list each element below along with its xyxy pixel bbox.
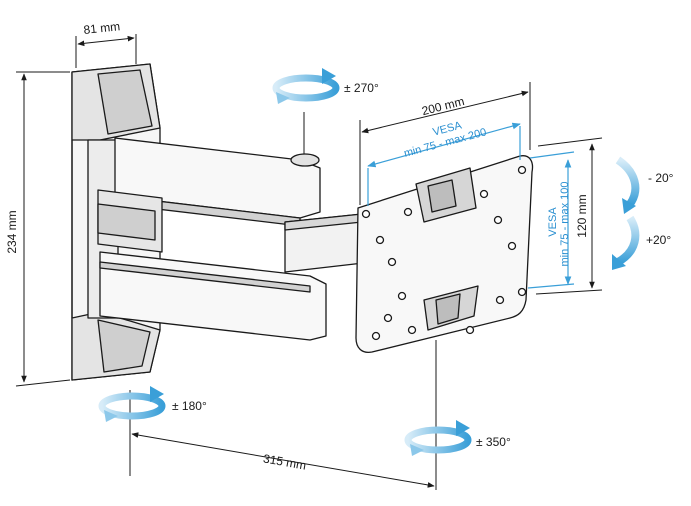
label-top-swivel: ± 270° [344, 81, 379, 95]
label-vesa-vertical-title: VESA [547, 207, 559, 237]
vesa-dimension-lines [367, 122, 575, 289]
lower-arm [99, 251, 327, 341]
vesa-plate [355, 155, 534, 354]
plate-arm [284, 213, 373, 273]
rotation-arrow-tilt-down [612, 215, 640, 270]
rotation-arrow-wall [98, 386, 166, 422]
label-depth-top: 81 mm [83, 19, 121, 37]
middle-joint [97, 189, 163, 253]
rotation-arrow-plate [404, 420, 472, 456]
label-width-plate: 200 mm [420, 94, 465, 118]
label-plate-swivel: ± 350° [476, 435, 511, 449]
label-vesa-vertical-range: min 75 - max 100 [559, 182, 571, 267]
rotation-arrow-top [272, 68, 340, 104]
rotation-arrow-tilt-up [615, 156, 640, 214]
label-height: 234 mm [5, 210, 19, 253]
label-tilt-down: +20° [646, 233, 671, 247]
label-height-plate: 120 mm [575, 194, 589, 237]
label-tilt-up: - 20° [648, 171, 674, 185]
label-wall-swivel: ± 180° [172, 399, 207, 413]
label-extension: 315 mm [262, 451, 307, 472]
mounting-holes [361, 165, 527, 341]
